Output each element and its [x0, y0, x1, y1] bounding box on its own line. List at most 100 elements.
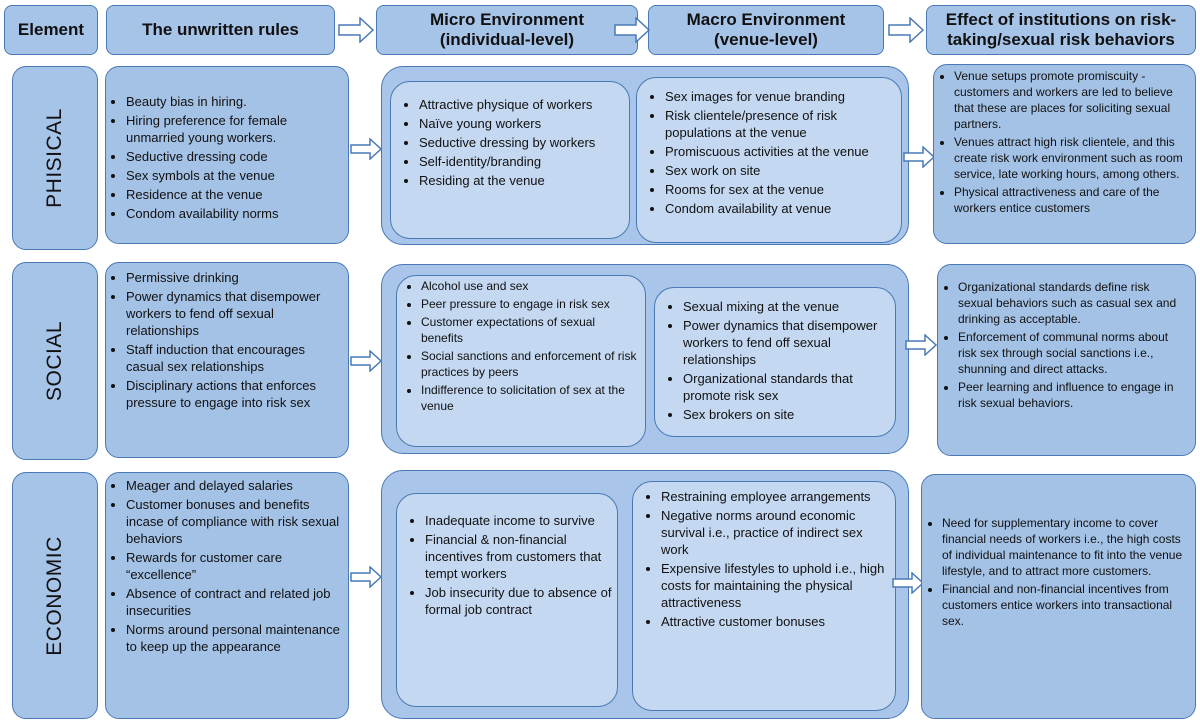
- list-item: Expensive lifestyles to uphold i.e., hig…: [661, 560, 885, 611]
- list-item: Alcohol use and sex: [421, 278, 639, 294]
- list-item: Attractive physique of workers: [419, 96, 625, 113]
- list-item: Risk clientele/presence of risk populati…: [665, 107, 899, 141]
- list-item: Peer pressure to engage in risk sex: [421, 296, 639, 312]
- row-physical-label: PHISICAL: [12, 66, 98, 250]
- economic-effect-box: Need for supplementary income to cover f…: [921, 474, 1196, 719]
- physical-env-panel: Attractive physique of workers Naïve you…: [381, 66, 909, 245]
- physical-effect-box: Venue setups promote promiscuity - custo…: [933, 64, 1196, 244]
- list-item: Condom availability at venue: [665, 200, 899, 217]
- list-item: Sexual mixing at the venue: [683, 298, 891, 315]
- list-item: Beauty bias in hiring.: [126, 93, 338, 110]
- social-rules-box: Permissive drinking Power dynamics that …: [105, 262, 349, 458]
- header-arrow-1: [338, 17, 374, 43]
- row-physical-label-text: PHISICAL: [43, 108, 67, 208]
- list-item: Restraining employee arrangements: [661, 488, 885, 505]
- header-element: Element: [4, 5, 98, 55]
- header-effect: Effect of institutions on risk- taking/s…: [926, 5, 1196, 55]
- list-item: Hiring preference for female unmarried y…: [126, 112, 338, 146]
- list-item: Residing at the venue: [419, 172, 625, 189]
- list-item: Residence at the venue: [126, 186, 338, 203]
- header-arrow-2: [614, 17, 650, 43]
- physical-arrow-1: [350, 138, 382, 160]
- list-item: Venue setups promote promiscuity - custo…: [954, 68, 1192, 132]
- physical-rules-box: Beauty bias in hiring. Hiring preference…: [105, 66, 349, 244]
- list-item: Meager and delayed salaries: [126, 477, 342, 494]
- list-item: Social sanctions and enforcement of risk…: [421, 348, 639, 380]
- economic-rules-list: Meager and delayed salaries Customer bon…: [106, 477, 342, 657]
- header-macro: Macro Environment (venue-level): [648, 5, 884, 55]
- header-element-label: Element: [17, 20, 85, 39]
- list-item: Condom availability norms: [126, 205, 338, 222]
- economic-macro-box: Restraining employee arrangements Negati…: [632, 481, 896, 711]
- row-economic-label-text: ECONOMIC: [43, 535, 66, 656]
- row-social-label-text: SOCIAL: [43, 320, 66, 402]
- header-micro: Micro Environment (individual-level): [376, 5, 638, 55]
- list-item: Seductive dressing code: [126, 148, 338, 165]
- header-micro-line1: Micro Environment: [430, 10, 584, 29]
- economic-micro-list: Inadequate income to survive Financial &…: [405, 512, 613, 620]
- list-item: Promiscuous activities at the venue: [665, 143, 899, 160]
- physical-macro-list: Sex images for venue branding Risk clien…: [645, 88, 899, 219]
- physical-effect-list: Venue setups promote promiscuity - custo…: [934, 68, 1192, 218]
- header-arrow-3: [888, 17, 924, 43]
- list-item: Inadequate income to survive: [425, 512, 613, 529]
- list-item: Customer bonuses and benefits incase of …: [126, 496, 342, 547]
- list-item: Rewards for customer care “excellence”: [126, 549, 342, 583]
- social-micro-list: Alcohol use and sex Peer pressure to eng…: [401, 278, 639, 416]
- list-item: Job insecurity due to absence of formal …: [425, 584, 613, 618]
- list-item: Power dynamics that disempower workers t…: [683, 317, 891, 368]
- economic-arrow-2: [892, 572, 924, 594]
- list-item: Enforcement of communal norms about risk…: [958, 329, 1184, 377]
- list-item: Need for supplementary income to cover f…: [942, 515, 1186, 579]
- list-item: Permissive drinking: [126, 269, 342, 286]
- social-effect-box: Organizational standards define risk sex…: [937, 264, 1196, 456]
- physical-rules-list: Beauty bias in hiring. Hiring preference…: [106, 93, 338, 224]
- list-item: Organizational standards define risk sex…: [958, 279, 1184, 327]
- list-item: Self-identity/branding: [419, 153, 625, 170]
- list-item: Absence of contract and related job inse…: [126, 585, 342, 619]
- economic-macro-list: Restraining employee arrangements Negati…: [641, 488, 885, 632]
- list-item: Financial and non-financial incentives f…: [942, 581, 1186, 629]
- social-arrow-1: [350, 350, 382, 372]
- header-micro-line2: (individual-level): [439, 30, 575, 49]
- social-micro-box: Alcohol use and sex Peer pressure to eng…: [396, 275, 646, 447]
- list-item: Customer expectations of sexual benefits: [421, 314, 639, 346]
- social-macro-list: Sexual mixing at the venue Power dynamic…: [663, 298, 891, 425]
- list-item: Rooms for sex at the venue: [665, 181, 899, 198]
- list-item: Venues attract high risk clientele, and …: [954, 134, 1192, 182]
- physical-micro-box: Attractive physique of workers Naïve you…: [390, 81, 630, 239]
- list-item: Disciplinary actions that enforces press…: [126, 377, 342, 411]
- list-item: Indifference to solicitation of sex at t…: [421, 382, 639, 414]
- list-item: Attractive customer bonuses: [661, 613, 885, 630]
- list-item: Sex symbols at the venue: [126, 167, 338, 184]
- row-social-label: SOCIAL: [12, 262, 98, 460]
- header-rules-label: The unwritten rules: [142, 20, 299, 39]
- physical-micro-list: Attractive physique of workers Naïve you…: [399, 96, 625, 191]
- social-env-panel: Alcohol use and sex Peer pressure to eng…: [381, 264, 909, 454]
- list-item: Staff induction that encourages casual s…: [126, 341, 342, 375]
- economic-env-panel: Inadequate income to survive Financial &…: [381, 470, 909, 719]
- social-rules-list: Permissive drinking Power dynamics that …: [106, 269, 342, 413]
- header-macro-line2: (venue-level): [714, 30, 818, 49]
- list-item: Financial & non-financial incentives fro…: [425, 531, 613, 582]
- social-effect-list: Organizational standards define risk sex…: [938, 279, 1184, 413]
- economic-micro-box: Inadequate income to survive Financial &…: [396, 493, 618, 707]
- physical-arrow-2: [903, 146, 935, 168]
- header-effect-line1: Effect of institutions on risk-: [945, 10, 1177, 29]
- list-item: Peer learning and influence to engage in…: [958, 379, 1184, 411]
- social-arrow-2: [905, 334, 937, 356]
- physical-macro-box: Sex images for venue branding Risk clien…: [636, 77, 902, 243]
- list-item: Sex brokers on site: [683, 406, 891, 423]
- social-macro-box: Sexual mixing at the venue Power dynamic…: [654, 287, 896, 437]
- row-economic-label: ECONOMIC: [12, 472, 98, 719]
- header-effect-line2: taking/sexual risk behaviors: [947, 30, 1175, 49]
- header-macro-line1: Macro Environment: [686, 10, 846, 29]
- economic-rules-box: Meager and delayed salaries Customer bon…: [105, 472, 349, 719]
- list-item: Sex work on site: [665, 162, 899, 179]
- list-item: Naïve young workers: [419, 115, 625, 132]
- list-item: Physical attractiveness and care of the …: [954, 184, 1192, 216]
- economic-arrow-1: [350, 566, 382, 588]
- list-item: Power dynamics that disempower workers t…: [126, 288, 342, 339]
- list-item: Organizational standards that promote ri…: [683, 370, 891, 404]
- header-rules: The unwritten rules: [106, 5, 335, 55]
